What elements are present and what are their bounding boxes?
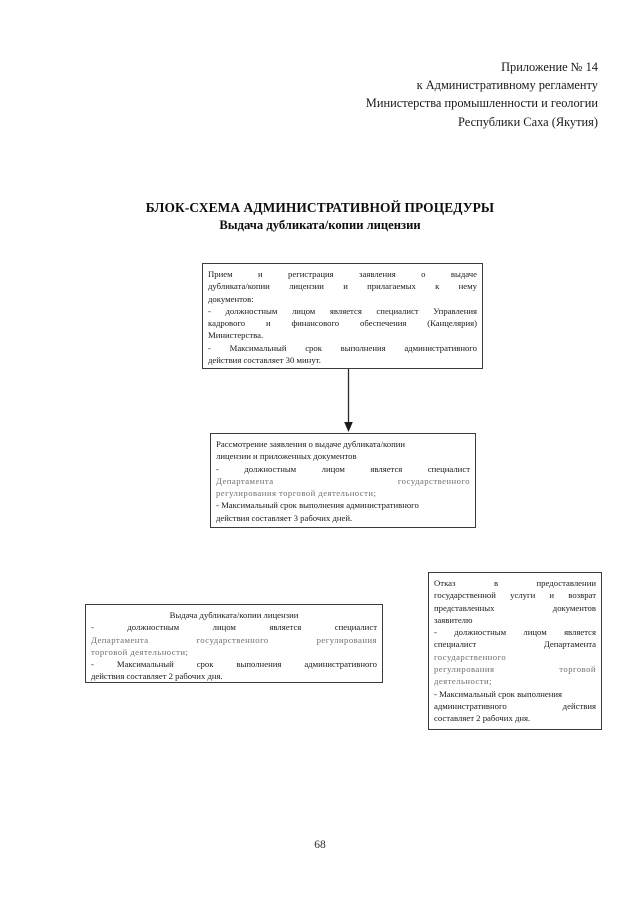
- intake-line-1a: Прием и регистрация заявления о выдаче: [208, 269, 477, 279]
- issue-title: Выдача дубликата/копии лицензии: [169, 610, 299, 620]
- intake-line-2b: кадрового и финансового обеспечения (Кан…: [208, 318, 477, 329]
- refusal-line-1d: заявителю: [434, 614, 473, 625]
- intake-line-3b: действия составляет 30 минут.: [208, 355, 321, 366]
- intake-line-1c: документов:: [208, 293, 254, 304]
- refusal-line-1c: представленных документов: [434, 602, 596, 613]
- review-line-2c: регулирования торговой деятельности;: [216, 488, 377, 499]
- header-line-3: Министерства промышленности и геологии: [365, 96, 598, 111]
- review-line-3a: - Максимальный срок выполнения администр…: [216, 500, 419, 511]
- refusal-line-2e: деятельности;: [434, 676, 492, 687]
- document-header: Приложение № 14 к Административному регл…: [238, 58, 598, 131]
- flowchart-box-issue: Выдача дубликата/копии лицензии - должно…: [85, 604, 383, 683]
- flowchart-box-review: Рассмотрение заявления о выдаче дубликат…: [210, 433, 476, 528]
- intake-line-1b: дубликата/копии лицензии и прилагаемых к…: [208, 281, 477, 292]
- down-arrow-icon: [344, 369, 353, 433]
- issue-line-2c: торговой деятельности;: [91, 646, 189, 657]
- refusal-line-1b: государственной услуги и возврат: [434, 590, 596, 601]
- refusal-line-3a: - Максимальный срок выполнения: [434, 688, 563, 699]
- issue-line-3a: - Максимальный срок выполнения администр…: [91, 659, 377, 670]
- refusal-line-3c: составляет 2 рабочих дня.: [434, 713, 531, 724]
- refusal-line-1a: Отказ в предоставлении: [434, 578, 596, 588]
- refusal-line-2c: государственного: [434, 651, 507, 662]
- review-line-3b: действия составляет 3 рабочих дней.: [216, 512, 353, 523]
- flowchart-box-refusal: Отказ в предоставлении государственной у…: [428, 572, 602, 730]
- refusal-line-2a: - должностным лицом является: [434, 627, 596, 638]
- refusal-line-2d: регулирования торговой: [434, 664, 596, 675]
- header-line-2: к Административному регламенту: [416, 78, 598, 93]
- issue-line-3b: действия составляет 2 рабочих дня.: [91, 671, 223, 682]
- review-line-1b: лицензии и приложенных документов: [216, 451, 357, 462]
- review-line-2a: - должностным лицом является специалист: [216, 463, 470, 474]
- page-number: 68: [314, 839, 326, 851]
- intake-line-2c: Министерства.: [208, 330, 264, 341]
- intake-line-2a: - должностным лицом является специалист …: [208, 305, 477, 316]
- issue-line-2b: Департамента государственного регулирова…: [91, 634, 377, 645]
- refusal-line-2b: специалист Департамента: [434, 639, 596, 650]
- issue-line-2a: - должностным лицом является специалист: [91, 622, 377, 633]
- refusal-line-3b: административного действия: [434, 700, 596, 711]
- page-title: БЛОК-СХЕМА АДМИНИСТРАТИВНОЙ ПРОЦЕДУРЫ: [145, 200, 495, 215]
- intake-line-3a: - Максимальный срок выполнения администр…: [208, 342, 477, 353]
- header-line-4: Республики Саха (Якутия): [458, 114, 598, 129]
- review-line-1a: Рассмотрение заявления о выдаче дубликат…: [216, 439, 406, 449]
- flowchart-box-intake: Прием и регистрация заявления о выдаче д…: [202, 263, 483, 369]
- header-line-1: Приложение № 14: [501, 60, 598, 74]
- page-subtitle: Выдача дубликата/копии лицензии: [219, 218, 421, 232]
- review-line-2b: Департамента государственного: [216, 475, 470, 486]
